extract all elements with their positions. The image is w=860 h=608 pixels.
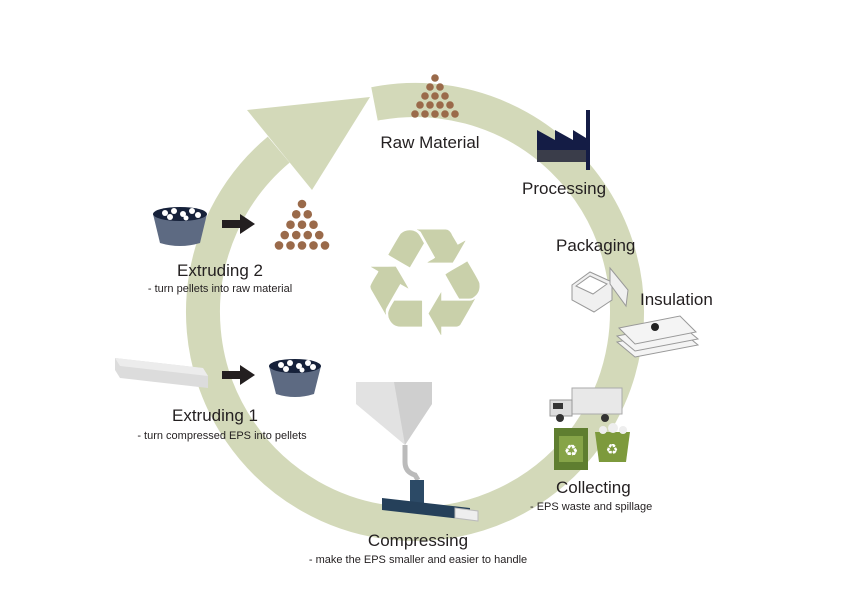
pellet: [303, 210, 313, 219]
pellet: [441, 92, 449, 100]
raw-material-pellets-icon: [411, 74, 459, 118]
compressed-eps-block-icon: [115, 358, 208, 388]
extruding-2-note: - turn pellets into raw material: [148, 283, 292, 295]
packaging-label: Packaging: [556, 236, 635, 255]
pellet: [303, 230, 313, 240]
pellet-bucket-icon: [269, 359, 321, 397]
recycle-icon: ♻: [358, 197, 492, 371]
pellet: [320, 241, 330, 250]
pellet: [291, 230, 301, 240]
raw-material-pellets-icon: [274, 199, 330, 250]
pellet: [426, 83, 434, 91]
pellet: [286, 220, 295, 229]
raw-material-label: Raw Material: [380, 133, 479, 152]
pellet: [451, 110, 459, 118]
insulation-label: Insulation: [640, 290, 713, 309]
compressing-label: Compressing: [368, 531, 468, 550]
cycle-arrowhead: [247, 97, 370, 190]
pellet: [309, 220, 318, 229]
garbage-truck-icon: [549, 387, 623, 422]
pellet: [421, 92, 429, 100]
arrow-right-icon: [222, 365, 255, 385]
processing-label: Processing: [522, 179, 606, 198]
recycling-bins-icon: ♻ ♻: [554, 423, 630, 470]
pellet-bucket-icon: [153, 207, 207, 246]
pellet: [431, 110, 439, 118]
pellet: [411, 110, 419, 118]
packaging-box-icon: [571, 266, 629, 313]
collecting-note: - EPS waste and spillage: [530, 501, 652, 513]
pellet: [431, 92, 439, 100]
pellet: [286, 241, 295, 250]
pellet: [274, 241, 284, 250]
arrow-right-icon: [222, 214, 255, 234]
pellet: [416, 101, 424, 109]
pellet: [441, 110, 449, 118]
collecting-label: Collecting: [556, 478, 631, 497]
pellet: [436, 83, 444, 91]
svg-text:♻: ♻: [606, 442, 619, 458]
extruding-2-label: Extruding 2: [177, 261, 263, 280]
pellet: [436, 101, 444, 109]
pellet: [280, 230, 290, 240]
extruding-1-label: Extruding 1: [172, 406, 258, 425]
pellet: [309, 241, 318, 250]
pellet: [291, 210, 301, 219]
pellet: [297, 199, 307, 209]
pellet: [426, 101, 434, 109]
pellet: [297, 241, 307, 250]
pellet: [431, 74, 439, 82]
pellet: [421, 110, 429, 118]
factory-icon: [537, 110, 590, 170]
svg-text:♻: ♻: [564, 441, 578, 460]
pellet: [297, 220, 307, 229]
compressor-machine-icon: [356, 382, 479, 522]
pellet: [446, 101, 454, 109]
compressing-note: - make the EPS smaller and easier to han…: [309, 554, 527, 566]
insulation-boards-icon: [615, 315, 700, 358]
pellet: [314, 230, 324, 240]
extruding-1-note: - turn compressed EPS into pellets: [137, 430, 307, 442]
